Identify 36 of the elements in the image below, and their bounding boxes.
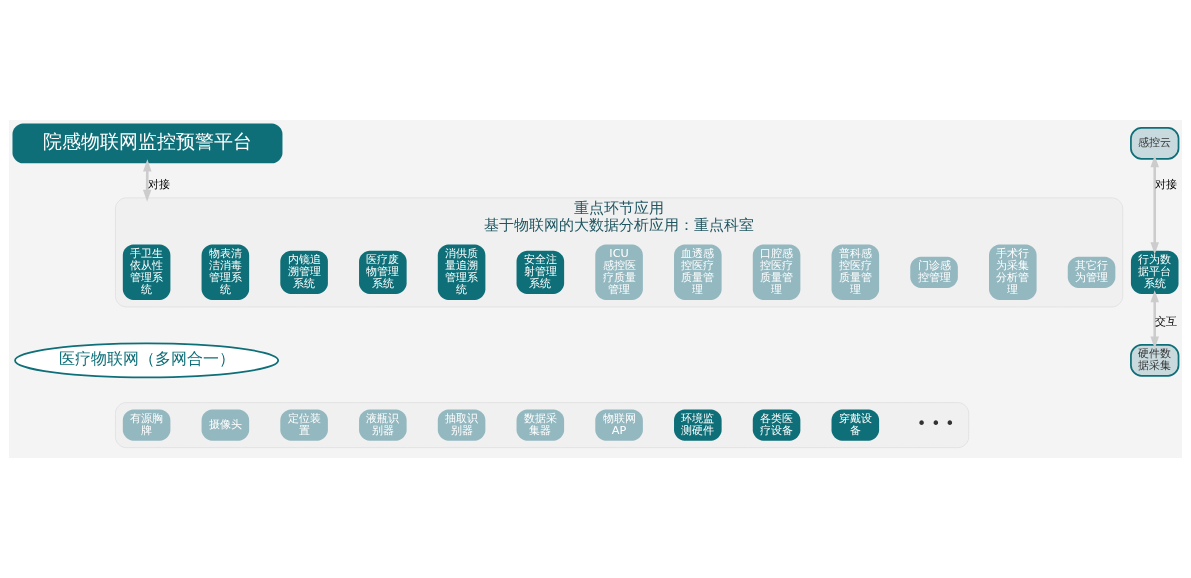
node-box: 口腔感控医疗质量管理 bbox=[752, 244, 801, 300]
node-box: 环境监测硬件 bbox=[674, 409, 722, 441]
node-box: 定位装置 bbox=[280, 409, 328, 441]
node-box: 各类医疗设备 bbox=[752, 409, 801, 441]
node-box: 行为数据平台系统 bbox=[1130, 250, 1179, 294]
arrow bbox=[1150, 290, 1159, 349]
node-box: 有源胸牌 bbox=[122, 409, 171, 441]
label: • • • bbox=[917, 414, 955, 433]
edge-label: 对接 bbox=[1154, 177, 1177, 191]
node-box: 安全注射管理系统 bbox=[516, 250, 565, 294]
node-box: 手术行为采集分析管理 bbox=[989, 244, 1037, 300]
edge-label: 对接 bbox=[147, 177, 170, 191]
node-box: 医疗废物管理系统 bbox=[359, 250, 407, 294]
node-box: 手卫生依从性管理系统 bbox=[122, 244, 171, 300]
node-ellipse: 医疗物联网（多网合一） bbox=[14, 342, 280, 379]
node-box: 物联网AP bbox=[595, 409, 643, 441]
edge-label: 交互 bbox=[1154, 314, 1177, 328]
node-box: 感控云 bbox=[1130, 126, 1180, 160]
node-box: 硬件数据采集 bbox=[1130, 343, 1180, 377]
node-box: 消供质量追溯管理系统 bbox=[437, 244, 486, 300]
node-box: 其它行为管理 bbox=[1067, 256, 1116, 288]
node-box: ICU感控医疗质量管理 bbox=[595, 244, 643, 300]
node-box: 门诊感控管理 bbox=[910, 256, 958, 288]
cluster bbox=[115, 402, 970, 449]
node-box: 内镜追溯管理系统 bbox=[280, 250, 328, 294]
node-box: 抽取识别器 bbox=[437, 409, 486, 441]
node-box: 数据采集器 bbox=[516, 409, 565, 441]
arrow bbox=[142, 159, 152, 202]
node-box: 普科感控医疗质量管理 bbox=[831, 244, 880, 300]
arrow bbox=[1150, 155, 1159, 255]
node-box: 摄像头 bbox=[201, 409, 250, 441]
node-box: 穿戴设备 bbox=[831, 409, 880, 441]
node-box: 院感物联网监控预警平台 bbox=[12, 123, 283, 164]
node-box: 血透感控医疗质量管理 bbox=[674, 244, 722, 300]
node-box: 物表清洁消毒管理系统 bbox=[201, 244, 250, 300]
node-box: 液瓶识别器 bbox=[359, 409, 407, 441]
